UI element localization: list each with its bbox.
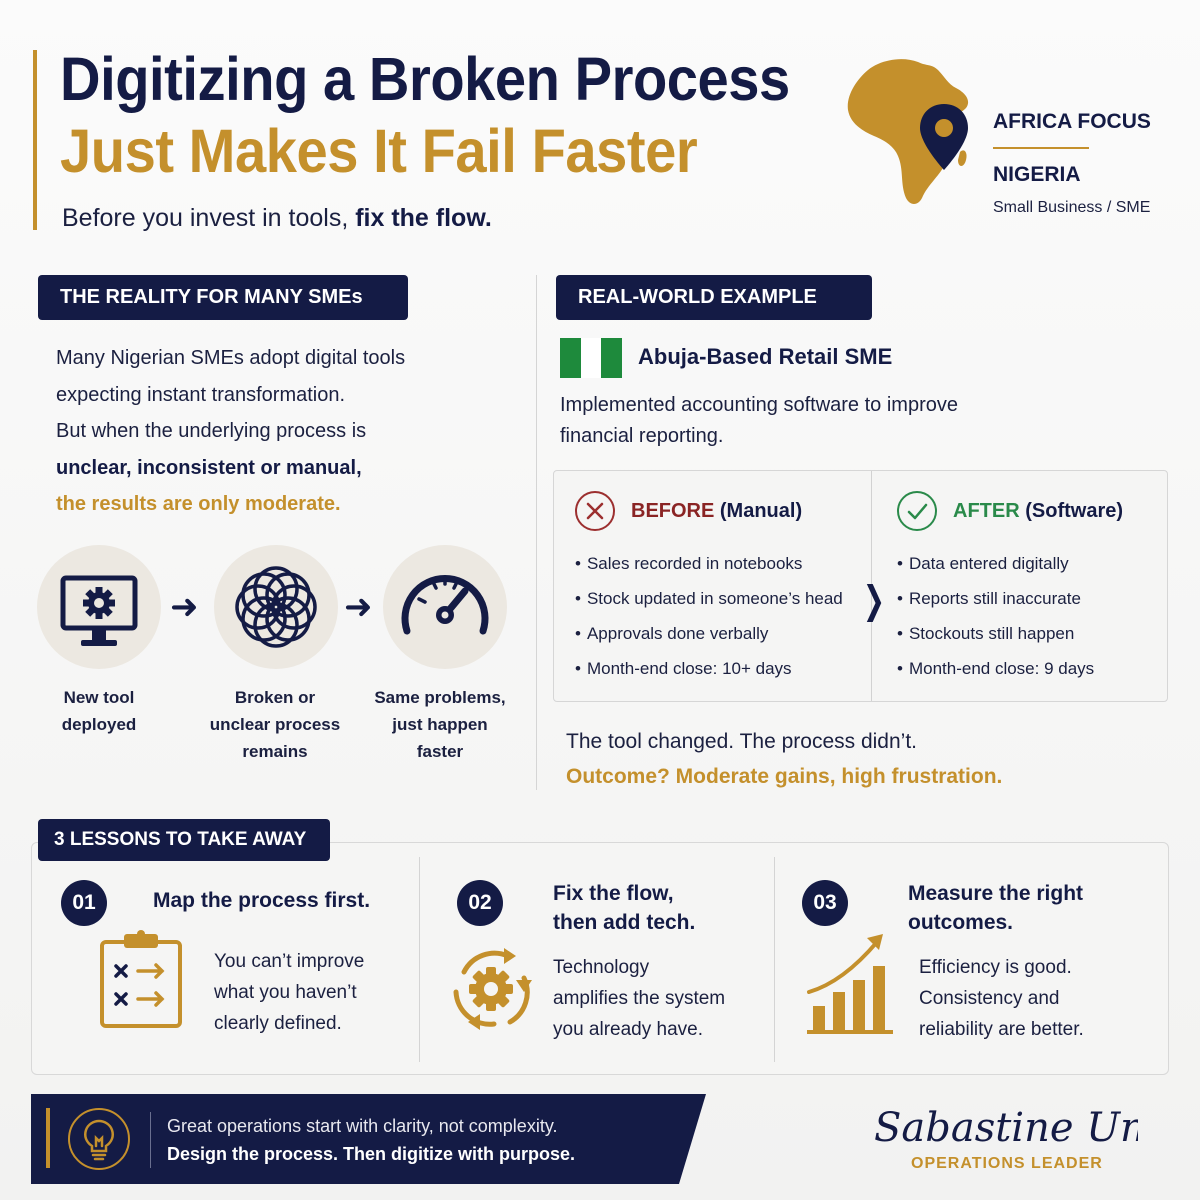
reality-line: expecting instant transformation. [56, 383, 346, 406]
step-caption: New tool deployed [61, 688, 137, 734]
footer-separator [150, 1112, 151, 1168]
clipboard-checklist-icon [100, 930, 182, 1028]
lesson-divider [774, 857, 775, 1062]
list-item: Sales recorded in notebooks [575, 547, 843, 582]
before-list: Sales recorded in notebooks Stock update… [575, 547, 843, 687]
list-item: Stock updated in someone’s head [575, 582, 843, 617]
growth-chart-icon [807, 934, 893, 1034]
chevron-right-icon: ❯ [862, 580, 886, 622]
segment-label: Small Business / SME [993, 199, 1151, 216]
after-list: Data entered digitally Reports still ina… [897, 547, 1094, 687]
outcome-line: Outcome? Moderate gains, high frustratio… [566, 765, 1003, 788]
reality-line: But when the underlying process is [56, 420, 367, 442]
before-title: BEFORE (Manual) [631, 500, 802, 523]
example-heading: REAL-WORLD EXAMPLE [556, 275, 872, 320]
lesson-number: 01 [61, 880, 107, 926]
example-company: Abuja-Based Retail SME [638, 344, 893, 369]
check-circle-icon [897, 491, 937, 531]
list-item: Month-end close: 9 days [897, 652, 1094, 687]
reality-line-bold: unclear, inconsistent or manual, [56, 456, 362, 479]
footer-callout: Design the process. Then digitize with p… [167, 1144, 576, 1164]
focus-divider [993, 147, 1089, 149]
lightbulb-icon [68, 1108, 130, 1170]
reality-heading: THE REALITY FOR MANY SMEs [38, 275, 408, 320]
lessons-heading: 3 LESSONS TO TAKE AWAY [38, 819, 330, 861]
step-caption: Broken or unclear process remains [209, 688, 341, 761]
lesson-text: Efficiency is good. Consistency and reli… [919, 957, 1084, 1040]
list-item: Stockouts still happen [897, 617, 1094, 652]
signature: Sabastine Undie [874, 1105, 1138, 1151]
lesson-number: 02 [457, 880, 503, 926]
after-sublabel: (Software) [1019, 500, 1124, 522]
monitor-gear-icon [37, 545, 161, 669]
lesson-number: 03 [802, 880, 848, 926]
title-accent-bar [33, 50, 37, 230]
africa-map-icon [847, 59, 969, 204]
arrow-right-icon: ➜ [344, 588, 373, 626]
list-item: Reports still inaccurate [897, 582, 1094, 617]
list-item: Data entered digitally [897, 547, 1094, 582]
list-item: Month-end close: 10+ days [575, 652, 843, 687]
lesson-title: Fix the flow, then add tech. [553, 882, 696, 934]
country-label: NIGERIA [993, 163, 1081, 186]
before-label: BEFORE [631, 500, 715, 522]
nigeria-flag-icon [560, 338, 623, 378]
signature-text: Sabastine Undie [874, 1105, 1138, 1151]
footer-accent [46, 1108, 50, 1168]
arrow-right-icon: ➜ [170, 588, 199, 626]
lesson-title: Measure the right outcomes. [908, 882, 1084, 934]
step-caption: Same problems, just happen faster [374, 688, 506, 761]
lessons-panel [31, 842, 1169, 1075]
lesson-title: Map the process first. [153, 889, 371, 912]
after-title: AFTER (Software) [953, 500, 1123, 523]
lesson-text: You can’t improve what you haven’t clear… [214, 951, 365, 1034]
africa-focus-label: AFRICA FOCUS [993, 110, 1151, 133]
lesson-text: Technology amplifies the system you alre… [553, 957, 726, 1040]
footer-tagline: Great operations start with clarity, not… [167, 1116, 558, 1136]
footer-banner [31, 1094, 706, 1184]
tool-changed-line: The tool changed. The process didn’t. [566, 730, 918, 753]
reality-line: Many Nigerian SMEs adopt digital tools [56, 347, 406, 369]
example-description: Implemented accounting software to impro… [560, 394, 958, 447]
reality-body: Many Nigerian SMEs adopt digital tools e… [56, 340, 526, 523]
list-item: Approvals done verbally [575, 617, 843, 652]
author-role: OPERATIONS LEADER [911, 1155, 1103, 1172]
page-subtitle: Before you invest in tools, fix the flow… [62, 204, 492, 233]
after-label: AFTER [953, 500, 1020, 522]
gear-cycle-icon [453, 948, 532, 1030]
speedometer-icon [383, 545, 507, 669]
lesson-divider [419, 857, 420, 1062]
page-title-line-2: Just Makes It Fail Faster [60, 117, 698, 185]
subtitle-emphasis: fix the flow. [355, 204, 492, 232]
compare-divider [871, 471, 872, 701]
tangled-circles-icon [214, 545, 338, 669]
subtitle-text: Before you invest in tools, [62, 204, 356, 232]
page-title-line-1: Digitizing a Broken Process [60, 45, 790, 113]
reality-line-highlight: the results are only moderate. [56, 493, 341, 515]
section-divider [536, 275, 537, 790]
before-sublabel: (Manual) [714, 500, 803, 522]
x-circle-icon [575, 491, 615, 531]
